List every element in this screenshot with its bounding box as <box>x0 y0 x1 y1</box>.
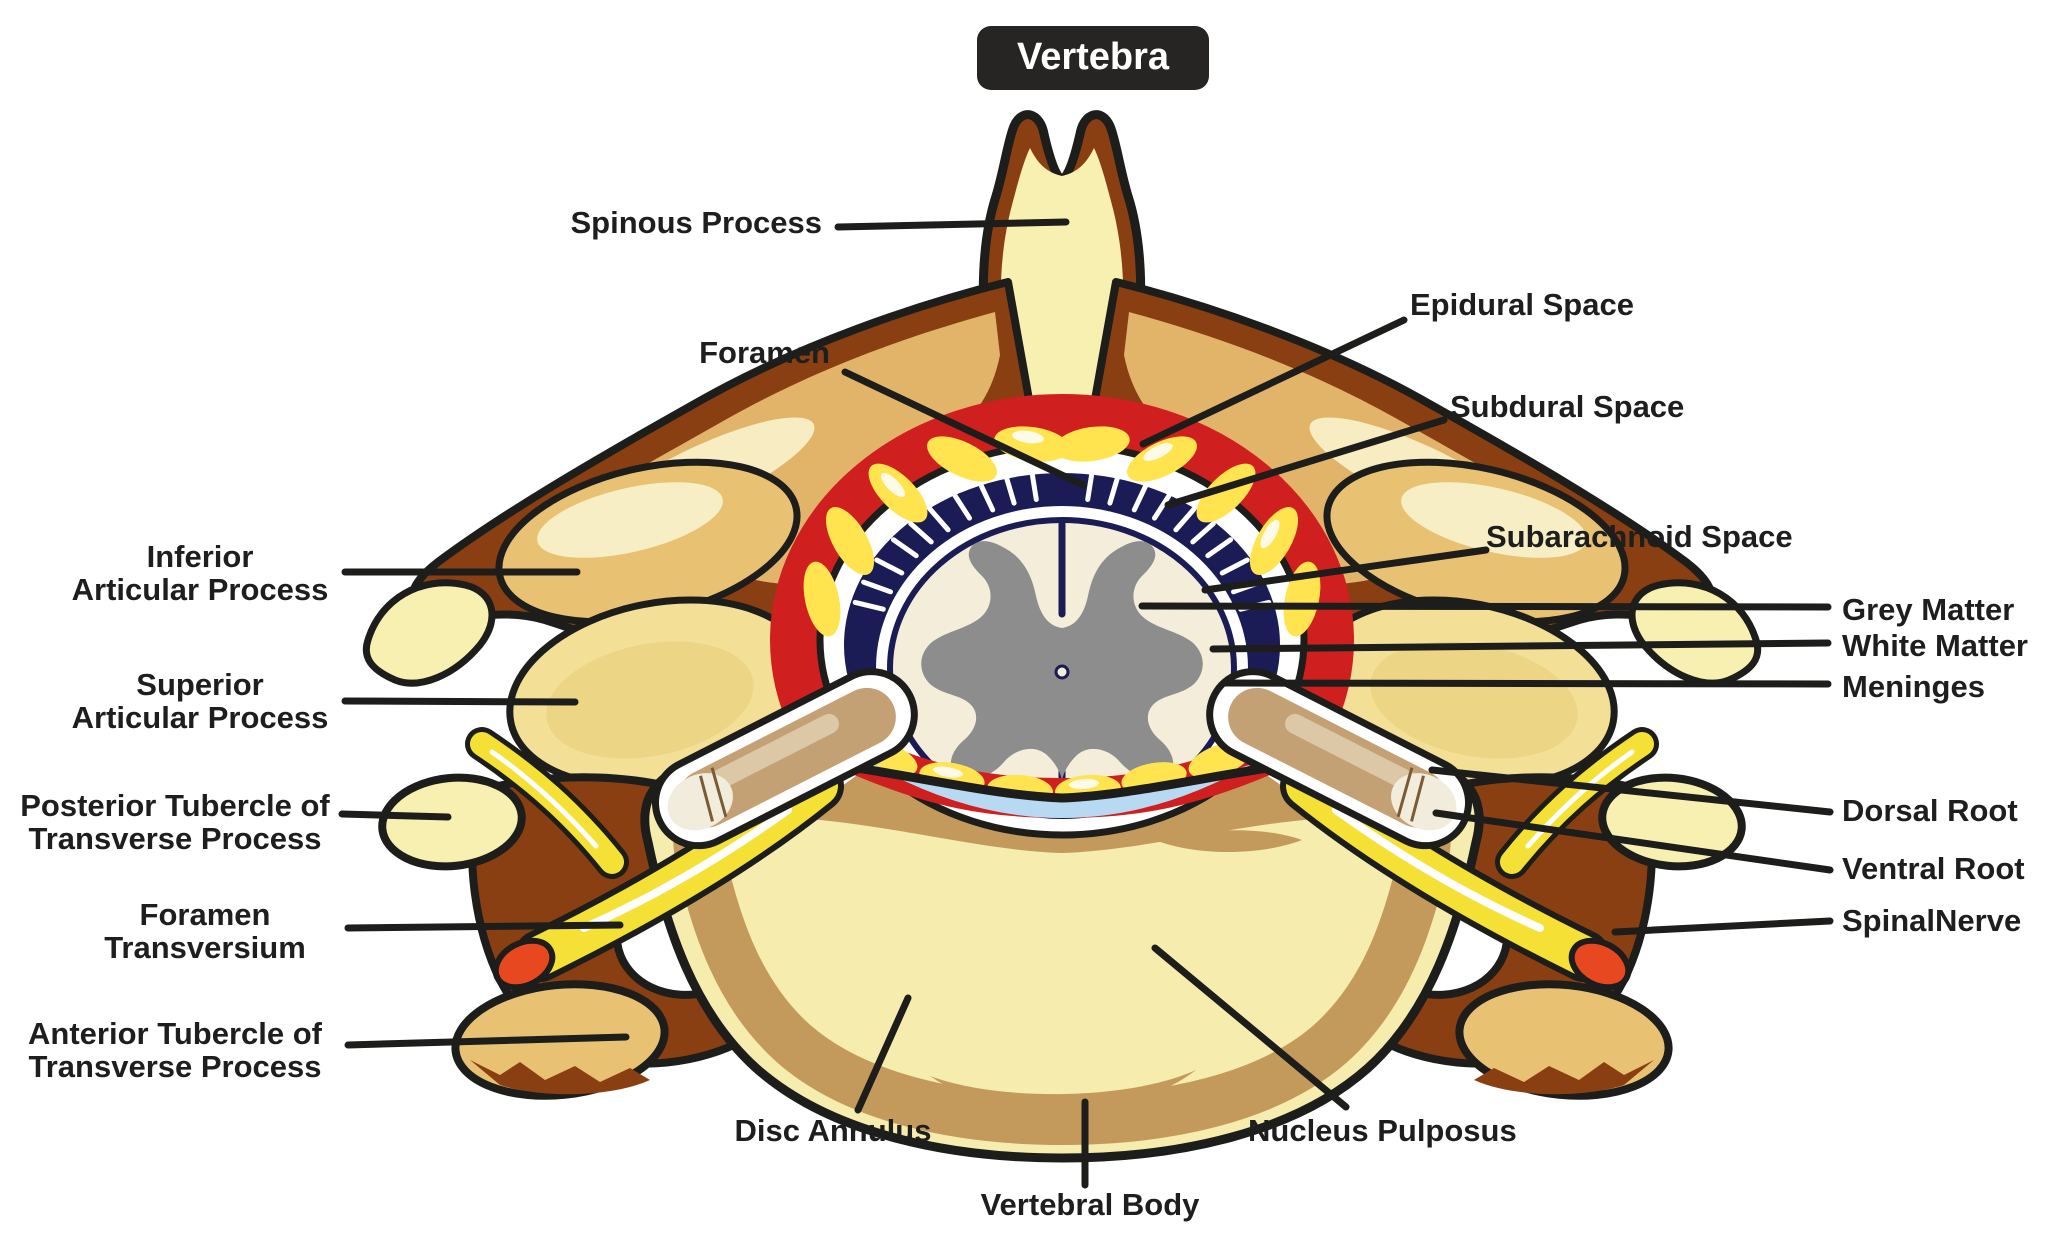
spinal-nerve-branch <box>465 727 629 879</box>
label-subarachnoid-space: Subarachnoid Space <box>1486 519 1793 554</box>
anterior-tubercle-leader <box>344 1033 630 1049</box>
label-foramen: Foramen <box>699 335 830 370</box>
posterior-tubercle-leader <box>338 810 452 821</box>
epidural-space-leader <box>1139 316 1408 448</box>
nucleus-swoosh <box>930 1070 1196 1110</box>
label-white-matter: White Matter <box>1842 628 2028 663</box>
label-posterior-tubercle: Posterior Tubercle of Transverse Process <box>20 788 330 856</box>
superior-articular-leader <box>341 697 579 706</box>
label-foramen-transversium: Foramen Transversium <box>104 897 306 965</box>
label-anterior-tubercle: Anterior Tubercle of Transverse Process <box>28 1016 322 1084</box>
leader-lines <box>338 218 1834 1189</box>
label-nucleus-pulposus: Nucleus Pulposus <box>1248 1113 1517 1148</box>
nerve-cut-tip <box>492 937 556 991</box>
label-superior-articular-process: Superior Articular Process <box>71 667 329 735</box>
nucleus-pulposus-leader <box>1151 944 1350 1111</box>
grey-matter-butterfly <box>921 541 1203 780</box>
label-spinous-process: Spinous Process <box>570 205 822 240</box>
grey-matter-leader <box>1138 602 1832 611</box>
meninges-leader <box>1221 679 1832 688</box>
foramen-transversium-leader <box>344 921 624 932</box>
nerve-root-sleeve <box>651 668 918 850</box>
dorsal-root-leader <box>1428 766 1834 816</box>
subdural-space-leader <box>1164 416 1448 509</box>
white-matter-leader <box>1209 639 1832 653</box>
epidural-space-ring <box>770 394 1354 776</box>
disc-annulus-leader <box>854 994 912 1114</box>
label-meninges: Meninges <box>1842 669 1985 704</box>
label-dorsal-root: Dorsal Root <box>1842 793 2018 828</box>
foramen-leader <box>841 368 1087 489</box>
label-epidural-space: Epidural Space <box>1410 287 1634 322</box>
label-grey-matter: Grey Matter <box>1842 592 2015 627</box>
spinal-cord-shape <box>876 506 1248 830</box>
label-vertebral-body: Vertebral Body <box>980 1187 1200 1222</box>
ventral-root-leader <box>1432 809 1834 874</box>
spinal-nerve-trunk <box>514 760 844 982</box>
spinous-process-leader <box>834 218 1070 231</box>
transverse-tip-shape <box>362 579 496 687</box>
label-subdural-space: Subdural Space <box>1450 389 1685 424</box>
spinal-nerve-leader <box>1611 917 1834 936</box>
label-disc-annulus: Disc Annulus <box>734 1113 932 1148</box>
label-ventral-root: Ventral Root <box>1842 851 2025 886</box>
label-spinal-nerve: SpinalNerve <box>1842 903 2022 938</box>
subarachnoid-space-leader <box>1201 546 1490 594</box>
disc-blue-band <box>872 764 1252 818</box>
inferior-articular-process-shape <box>495 458 801 626</box>
posterior-tubercle-shape <box>378 773 526 871</box>
label-inferior-articular-process: Inferior Articular Process <box>71 539 329 607</box>
diagram-title: Vertebra <box>977 26 1209 90</box>
